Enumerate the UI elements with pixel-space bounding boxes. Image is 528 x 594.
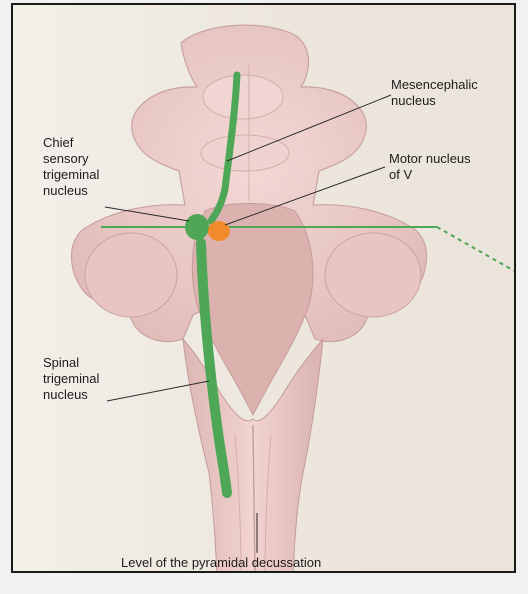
label-chief-line2: sensory — [43, 151, 89, 166]
label-spinal-line3: nucleus — [43, 387, 88, 402]
level-line-dashed — [436, 226, 514, 272]
inferior-colliculi — [200, 134, 290, 172]
label-motor-line1: Motor nucleus — [389, 151, 471, 166]
mesencephalic-nucleus — [207, 71, 241, 225]
label-motor-line2: of V — [389, 167, 412, 182]
label-mesencephalic-line2: nucleus — [391, 93, 436, 108]
leader-mesencephalic — [226, 94, 392, 162]
left-peduncle — [84, 232, 178, 318]
leader-lines — [104, 94, 392, 553]
label-chief-line4: nucleus — [43, 183, 88, 198]
right-peduncle — [324, 232, 422, 318]
label-spinal-line2: trigeminal — [43, 371, 99, 386]
pyramidal-groove — [252, 424, 256, 571]
brainstem-diagram: Mesencephalic nucleus Chief sensory trig… — [43, 24, 514, 571]
medulla-ridges — [234, 434, 272, 571]
leader-chief — [104, 206, 190, 222]
label-mesencephalic-line1: Mesencephalic — [391, 77, 478, 92]
chief-sensory-nucleus — [185, 214, 209, 240]
superior-colliculi — [202, 74, 284, 120]
label-pyramidal-decussation: Level of the pyramidal decussation — [121, 555, 321, 570]
fourth-ventricle-floor — [191, 203, 314, 417]
leader-motor — [224, 166, 386, 226]
label-chief-line1: Chief — [43, 135, 74, 150]
spinal-trigeminal-nucleus — [196, 238, 232, 498]
label-spinal-line1: Spinal — [43, 355, 79, 370]
figure-frame: Mesencephalic nucleus Chief sensory trig… — [11, 3, 516, 573]
leader-spinal — [106, 380, 210, 402]
brainstem-illustration — [71, 24, 427, 571]
label-chief-line3: trigeminal — [43, 167, 99, 182]
motor-nucleus-v — [208, 221, 230, 241]
